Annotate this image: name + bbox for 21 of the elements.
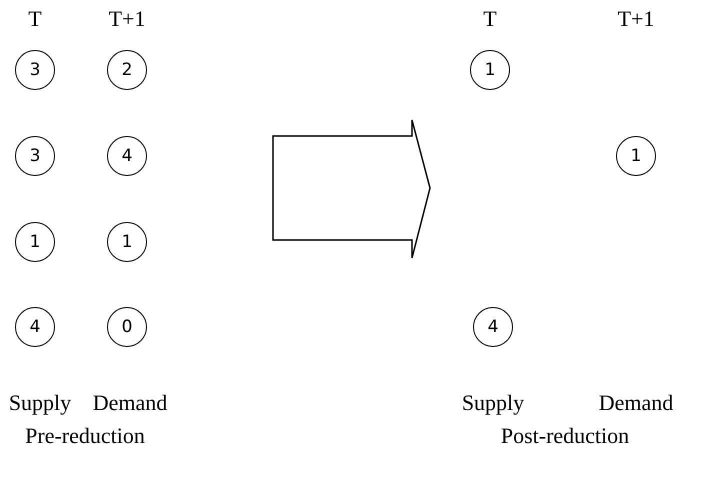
number-circle: 3 (15, 136, 55, 176)
column-header: T (483, 8, 497, 30)
number-circle: 0 (107, 307, 147, 347)
axis-label: Supply (8, 392, 72, 414)
number-circle: 4 (15, 307, 55, 347)
column-header: T+1 (618, 8, 654, 30)
number-circle: 4 (473, 307, 513, 347)
column-header: T+1 (108, 8, 146, 30)
number-circle: 1 (107, 222, 147, 262)
number-circle: 2 (107, 50, 147, 90)
column-header: T (28, 8, 42, 30)
number-circle: 1 (470, 50, 510, 90)
panel-caption: Pre-reduction (25, 425, 145, 447)
number-circle: 3 (15, 50, 55, 90)
axis-label: Demand (598, 392, 674, 414)
axis-label: Demand (92, 392, 168, 414)
number-circle: 1 (616, 136, 656, 176)
number-circle: 1 (15, 222, 55, 262)
panel-caption: Post-reduction (500, 425, 630, 447)
number-circle: 4 (107, 136, 147, 176)
axis-label: Supply (462, 392, 524, 414)
